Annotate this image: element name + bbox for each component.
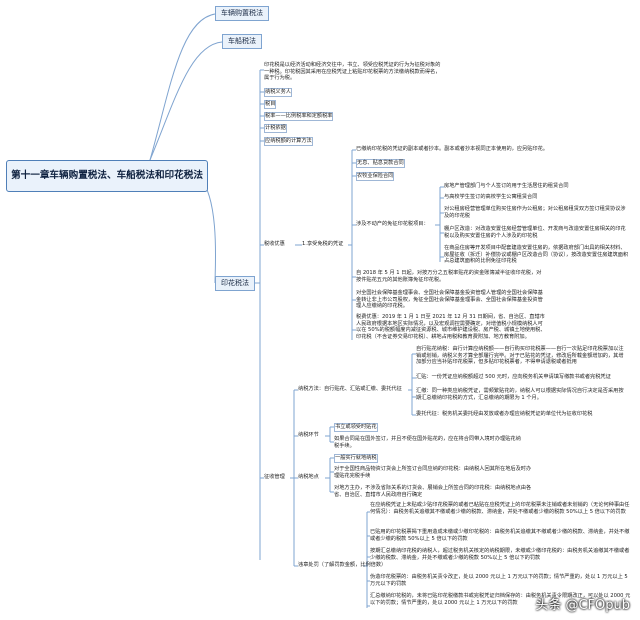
exemption-3: 农牧业保险合同: [356, 172, 395, 181]
penalty-5: 汇总缴纳印花税的，未将已贴印花税缴款书或完税凭证归档保存的：由税务机关责令限期改…: [370, 593, 631, 606]
branch-vehicle-purchase-tax: 车辆购置税法: [215, 6, 269, 21]
exemption-7: 税费优惠：2019 年 1 月 1 日至 2021 年 12 月 31 日期间，…: [356, 314, 546, 340]
root-title: 第十一章车辆购置税法、车船税法和印花税法: [6, 160, 208, 192]
connector: [149, 13, 216, 161]
exemption-4d: 棚户区改造：对改造安置住房经营管理单位、开发商与改造安置住房相关的印花税以及购买…: [444, 226, 626, 239]
payment-place-2: 对于全国性商品物资订货会上所签订合同应纳的印花税：由纳税人回其所在地后及时办理贴…: [334, 466, 532, 479]
tax-basis: 计税依据: [264, 124, 287, 133]
branch-vehicle-vessel-tax: 车船税法: [222, 34, 262, 49]
tax-calc: 应纳税额的计算方法: [264, 137, 313, 146]
payment-place: 纳税地点: [298, 474, 319, 480]
exemption-4e: 在商品住房等开发项目中配套建造安置住房的，依据政府部门出具的相关材料、房屋征收（…: [444, 245, 629, 265]
payment-method-3: 汇缴：同一种类应纳税凭证，需频繁贴花的，纳税人可以根据实际情况自行决定是否采用按…: [416, 388, 624, 401]
penalty-1: 在应纳税凭证上未贴或少贴印花税票的或者已粘贴在应税凭证上的印花税票未注销或者未划…: [370, 502, 630, 515]
exemption-6: 对全国社会保障基金理事会、全国社会保障基金投资管理人管理的全国社会保障基金转让非…: [356, 290, 543, 310]
payment-method-2: 汇贴：一份凭证应纳税额超过 500 元时，应向税务机关申请填写缴款书或者完税凭证: [416, 374, 611, 380]
watermark: 头条 @CFOpub: [535, 598, 630, 613]
penalties: 违章处罚（了解罚款金额，比例倍数）: [298, 562, 387, 568]
exemption-4: 涉及不动产的免征印花税项目：: [356, 221, 429, 227]
connector: [149, 41, 223, 161]
payment-place-1: 一般实行就地纳税: [334, 454, 378, 463]
exemption-4a: 房地产管理部门与个人签订的用于生活居住的租赁合同: [444, 183, 569, 189]
taxpayer: 纳税义务人: [264, 88, 292, 97]
tax-items: 税目: [264, 100, 277, 109]
payment-place-3: 对地方主办，不涉及省际关系的订货会、展销会上所签合同的印花税：由纳税地点由各省、…: [334, 485, 532, 498]
payment-methods: 纳税方法：自行贴花、汇贴或汇缴、委托代征: [298, 386, 402, 392]
penalty-2: 已贴用的印花税票揭下重用造成未缴或少缴印花税的：由税务机关追缴其不缴或者少缴的税…: [370, 529, 630, 542]
payment-method-4: 委托代征：税务机关委托经由发放或者办理应纳税凭证的单位代为征收印花税: [416, 411, 593, 417]
exemptions: 1.享受免税的凭证: [302, 241, 344, 247]
exemption-2: 无息、贴息贷款合同: [356, 159, 405, 168]
stamp-intro: 印花税是以经济活动和经济交往中，书立、领受应税凭证的行为为征税对象的一种税。印花…: [264, 62, 441, 82]
exemption-4b: 与高校学生签订的高校学生公寓租赁合同: [444, 194, 538, 200]
tax-rates: 税率——比例税率和定额税率: [264, 112, 334, 121]
payment-timing: 纳税环节: [298, 432, 319, 438]
connector: [199, 177, 217, 284]
penalty-3: 按期汇总缴纳印花税的纳税人，超过税务机关核定的纳税期限，未缴或少缴印花税的：由税…: [370, 548, 630, 561]
penalty-4: 伪造印花税票的：由税务机关责令改正，处以 2000 元以上 1 万元以下的罚款；…: [370, 574, 628, 587]
payment-timing-2: 如果合同是在国外签订，并且不便在国外贴花的，应在将合同带入境时办理贴花纳税手续。: [334, 436, 521, 449]
payment-timing-1: 书立或领受时贴花: [334, 423, 378, 432]
branch-stamp-tax: 印花税法: [215, 276, 255, 291]
exemption-1: 已缴纳印花税的凭证的副本或者抄本。副本或者抄本视同正本使用的，应另贴印花。: [356, 146, 548, 152]
tax-incentives: 税收优惠: [264, 241, 285, 247]
exemption-5: 自 2018 年 5 月 1 日起，对按万分之五税率贴花的资金账簿减半征收印花税…: [356, 270, 542, 283]
collection-management: 征收管理: [264, 474, 285, 480]
exemption-4c: 对公租房经营管理单位购买住房作为公租房；对公租房租赁双方签订租赁协议涉及的印花税: [444, 206, 626, 219]
payment-method-1: 自行贴花纳税：由行计算应纳税额——自行购买印花税票——自行一次贴足印花税票加以注…: [416, 346, 624, 366]
